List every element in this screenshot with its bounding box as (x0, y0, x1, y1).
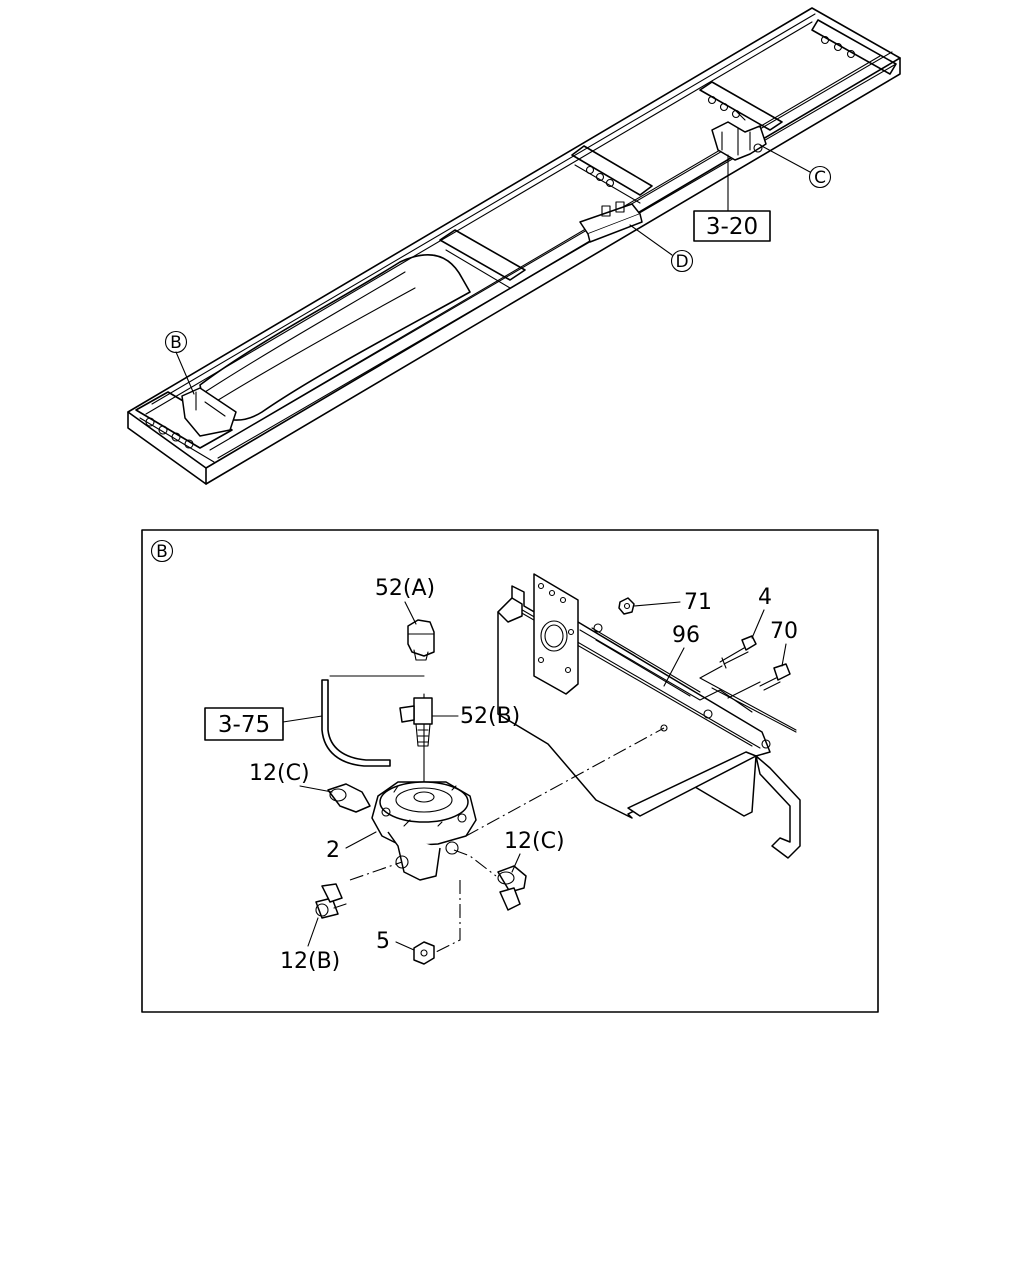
label-52b: 52(B) (460, 704, 520, 729)
mounting-bracket (497, 573, 801, 859)
fitting-52b (399, 697, 433, 747)
label-71: 71 (684, 590, 712, 615)
label-4: 4 (758, 585, 772, 610)
bracket-d (579, 201, 643, 243)
fitting-52a (407, 619, 435, 661)
detail-callouts: 52(A) 52(B) 3-75 71 4 96 70 12(C) 2 12(C… (204, 576, 798, 974)
relay-valve (371, 693, 477, 881)
marker-d: D (675, 252, 688, 272)
label-96: 96 (672, 623, 700, 648)
marker-c: C (814, 168, 826, 188)
top-callouts: B C D 3-20 (164, 144, 832, 395)
label-70: 70 (770, 619, 798, 644)
label-5: 5 (376, 929, 390, 954)
valve-cluster-c (711, 109, 767, 161)
label-12c-left: 12(C) (249, 761, 310, 786)
rear-holes (145, 417, 194, 449)
label-2: 2 (326, 838, 340, 863)
marker-b-top: B (170, 333, 182, 353)
nut-5 (413, 941, 435, 965)
bracket-b (181, 387, 237, 437)
ref-box-3-20: 3-20 (706, 214, 758, 240)
elbow-12c-left (327, 783, 371, 813)
chassis-frame (127, 7, 901, 485)
elbow-12c-right (497, 865, 527, 911)
label-12b: 12(B) (280, 949, 340, 974)
label-52a: 52(A) (375, 576, 435, 601)
hardware (618, 597, 797, 733)
marker-b-detail: B (156, 542, 168, 562)
center-lines (349, 727, 665, 953)
tee-12b (315, 883, 347, 919)
label-12c-right: 12(C) (504, 829, 565, 854)
air-tube (321, 679, 391, 767)
ref-box-3-75: 3-75 (218, 712, 270, 738)
detail-frame (141, 529, 879, 1013)
